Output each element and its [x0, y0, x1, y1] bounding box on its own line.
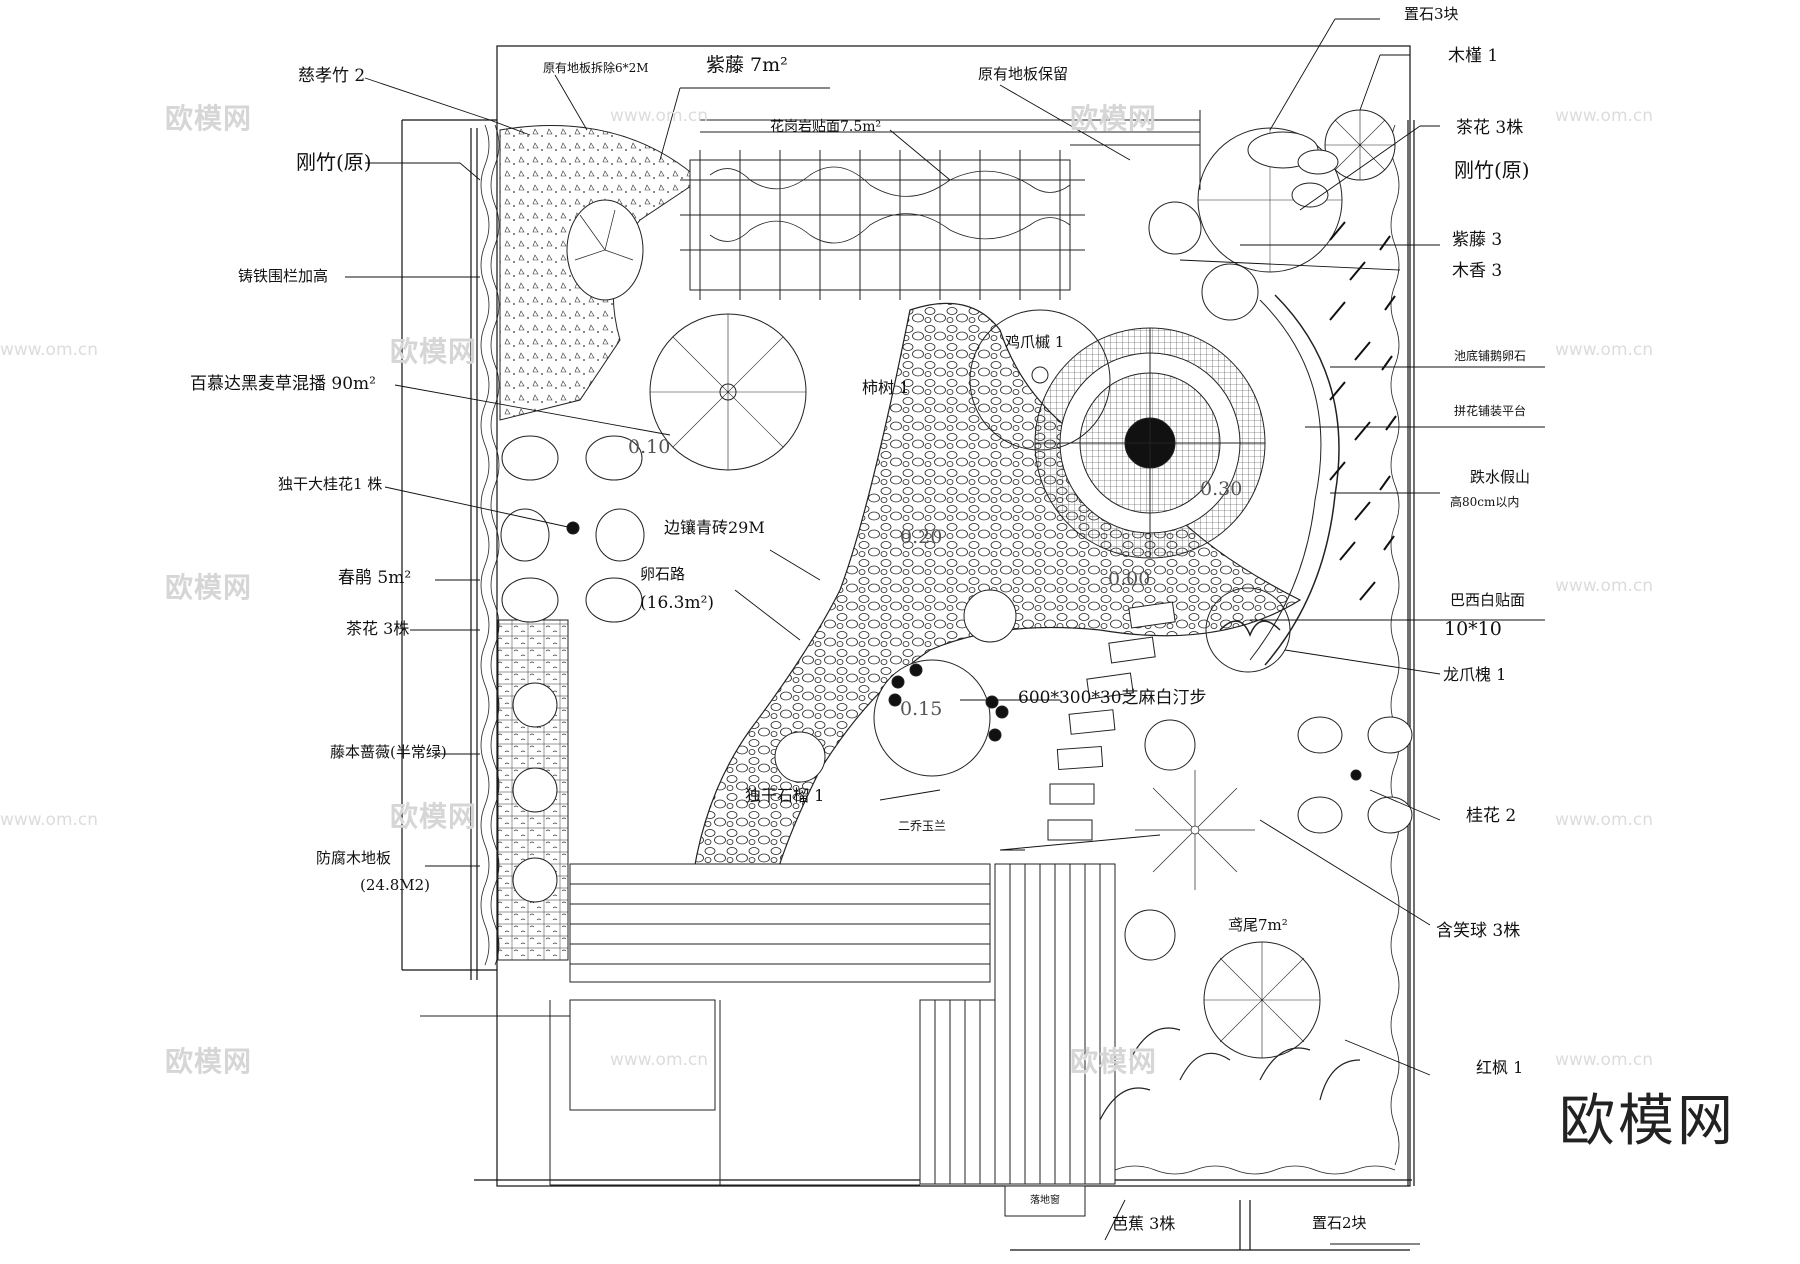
watermark: 欧模网 — [165, 1045, 253, 1078]
label-ziteng-right: 紫藤 3 — [1452, 230, 1503, 250]
label-luodi: 落地窗 — [1030, 1195, 1060, 1206]
label-baxi-size: 10*10 — [1444, 618, 1502, 640]
label-level-010: 0.10 — [628, 436, 671, 458]
watermark: 欧模网 — [1070, 102, 1158, 135]
label-luanshi-area: (16.3m²) — [640, 593, 715, 613]
label-jizhuashu: 鸡爪槭 1 — [1005, 333, 1065, 351]
watermark-url: www.om.cn — [1555, 576, 1654, 596]
label-baxi: 巴西白贴面 — [1450, 591, 1526, 609]
label-dieshui: 跌水假山 — [1470, 468, 1531, 486]
watermark: 欧模网 — [390, 800, 478, 833]
label-dieshui-height: 高80cm以内 — [1450, 495, 1520, 509]
watermark-url: www.om.cn — [1555, 810, 1654, 830]
label-chahua-right: 茶花 3株 — [1456, 118, 1524, 138]
label-longzhua: 龙爪槐 1 — [1443, 665, 1507, 684]
label-level-015: 0.15 — [900, 698, 943, 720]
label-tielan: 铸铁围栏加高 — [238, 267, 329, 285]
watermark: 欧模网 — [390, 335, 478, 368]
label-tingbu: 600*300*30芝麻白汀步 — [1018, 688, 1207, 708]
watermark: 欧模网 — [165, 571, 253, 604]
watermark-url: www.om.cn — [1555, 340, 1654, 360]
label-fangfu: 防腐木地板 — [316, 849, 392, 867]
watermark-url: www.om.cn — [0, 810, 99, 830]
label-hanxiao: 含笑球 3株 — [1436, 921, 1521, 941]
label-mujin: 木槿 1 — [1448, 46, 1499, 66]
label-chahua-left: 茶花 3株 — [346, 619, 410, 638]
label-guihua2: 桂花 2 — [1466, 806, 1517, 826]
label-chunjuan: 春鹃 5m² — [338, 568, 412, 588]
brand-logo: 欧模网 — [1559, 1089, 1736, 1154]
label-huagang: 花岗岩贴面7.5m² — [770, 119, 882, 135]
label-muxiang: 木香 3 — [1452, 261, 1503, 281]
watermark-url: www.om.cn — [610, 106, 709, 126]
label-cixiaozhu: 慈孝竹 2 — [298, 66, 366, 86]
watermark-url: www.om.cn — [1555, 106, 1654, 126]
label-zhishi3: 置石3块 — [1404, 5, 1459, 23]
label-luanshi: 卵石路 — [640, 565, 686, 583]
label-bianxiang: 边镶青砖29M — [664, 518, 765, 537]
label-gangzhu-right: 刚竹(原) — [1454, 158, 1530, 182]
watermark-url: www.om.cn — [1555, 1050, 1654, 1070]
watermark-url: www.om.cn — [0, 340, 99, 360]
label-yulan: 二乔玉兰 — [898, 819, 947, 833]
label-chaijiu: 原有地板拆除6*2M — [543, 61, 649, 75]
label-bajiao: 芭蕉 3株 — [1112, 1214, 1176, 1233]
label-gangzhu-left: 刚竹(原) — [296, 150, 372, 174]
label-pinhua: 拼花铺装平台 — [1454, 404, 1527, 418]
label-chidi: 池底铺鹅卵石 — [1454, 349, 1527, 363]
label-yuanwei: 鸢尾7m² — [1228, 916, 1288, 934]
label-ziteng-top: 紫藤 7m² — [706, 54, 788, 76]
label-qiangwei: 藤本蔷薇(半常绿) — [330, 743, 447, 761]
label-shiliu: 独干石榴 1 — [745, 786, 825, 805]
watermark-url: www.om.cn — [610, 1050, 709, 1070]
label-level-030: 0.30 — [1200, 478, 1243, 500]
label-hongfeng: 红枫 1 — [1476, 1058, 1524, 1077]
label-fangfu-area: (24.8M2) — [360, 876, 431, 894]
label-maicao: 百慕达黑麦草混播 90m² — [190, 374, 376, 394]
label-level-000: 0.00 — [1108, 568, 1151, 590]
label-zhishi2: 置石2块 — [1312, 1214, 1367, 1232]
label-guihua-big: 独干大桂花1 株 — [278, 475, 383, 493]
watermark: 欧模网 — [1070, 1045, 1158, 1078]
label-level-020: 0.20 — [900, 526, 943, 548]
watermark: 欧模网 — [165, 102, 253, 135]
label-baoliu: 原有地板保留 — [978, 65, 1069, 83]
label-shishu: 柿树 1 — [862, 378, 910, 397]
